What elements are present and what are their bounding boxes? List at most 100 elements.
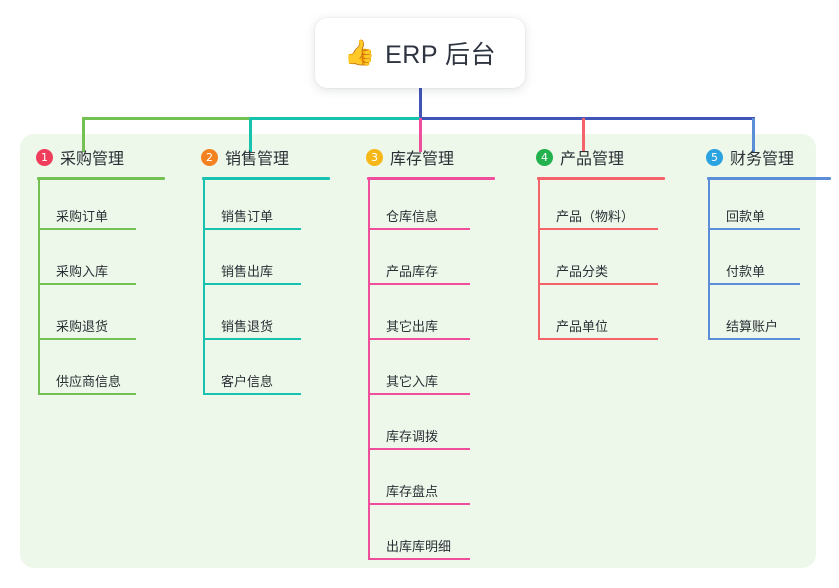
module-badge-1: 1 <box>36 148 53 166</box>
module-item-label: 销售订单 <box>221 209 274 224</box>
module-rule-4 <box>537 177 665 180</box>
module-item-label: 销售退货 <box>221 319 274 334</box>
module-item-rule <box>38 338 136 340</box>
module-item[interactable]: 销售订单 <box>185 180 350 235</box>
module-item[interactable]: 供应商信息 <box>20 345 185 400</box>
module-item-label: 产品单位 <box>556 319 609 334</box>
module-rule-2 <box>202 177 330 180</box>
module-header-4[interactable]: 4 产品管理 <box>520 144 690 170</box>
module-item[interactable]: 销售出库 <box>185 235 350 290</box>
module-column-1: 1 采购管理采购订单采购入库采购退货供应商信息 <box>20 144 185 400</box>
module-item[interactable]: 采购入库 <box>20 235 185 290</box>
module-item-label: 产品（物料） <box>556 209 635 224</box>
root-node-card[interactable]: 👍 ERP 后台 <box>315 18 525 88</box>
module-item-label: 付款单 <box>726 264 766 279</box>
module-item-label: 其它出库 <box>386 319 439 334</box>
module-item[interactable]: 回款单 <box>690 180 830 235</box>
drop-line-3 <box>418 118 422 152</box>
module-item[interactable]: 产品库存 <box>350 235 520 290</box>
module-item-label: 库存盘点 <box>386 484 439 499</box>
module-item-rule <box>368 558 470 560</box>
module-item-rule <box>368 228 470 230</box>
module-spine-1 <box>38 180 40 395</box>
module-item-label: 仓库信息 <box>386 209 439 224</box>
module-spine-4 <box>538 180 540 340</box>
module-item-rule <box>708 228 800 230</box>
module-item-rule <box>368 393 470 395</box>
module-header-2[interactable]: 2 销售管理 <box>185 144 350 170</box>
module-item-label: 产品分类 <box>556 264 609 279</box>
module-item-rule <box>368 283 470 285</box>
module-item[interactable]: 其它出库 <box>350 290 520 345</box>
module-item[interactable]: 销售退货 <box>185 290 350 345</box>
module-item-label: 其它入库 <box>386 374 439 389</box>
module-item-rule <box>368 338 470 340</box>
module-item-label: 出库库明细 <box>386 539 452 554</box>
module-item-label: 产品库存 <box>386 264 439 279</box>
module-item[interactable]: 产品分类 <box>520 235 690 290</box>
module-item-rule <box>368 503 470 505</box>
module-item[interactable]: 产品单位 <box>520 290 690 345</box>
module-item-rule <box>538 283 658 285</box>
module-rule-1 <box>37 177 165 180</box>
module-title-4: 产品管理 <box>560 151 625 168</box>
module-items-1: 采购订单采购入库采购退货供应商信息 <box>20 180 185 400</box>
module-items-4: 产品（物料） 产品分类产品单位 <box>520 180 690 345</box>
module-items-3: 仓库信息产品库存其它出库其它入库库存调拨库存盘点出库库明细 <box>350 180 520 565</box>
thumbs-up-icon: 👍 <box>343 38 376 67</box>
module-item-rule <box>538 228 658 230</box>
module-item-rule <box>368 448 470 450</box>
module-rule-5 <box>707 177 831 180</box>
module-item[interactable]: 采购订单 <box>20 180 185 235</box>
module-item[interactable]: 客户信息 <box>185 345 350 400</box>
module-item[interactable]: 库存调拨 <box>350 400 520 455</box>
module-item[interactable]: 付款单 <box>690 235 830 290</box>
module-item-label: 回款单 <box>726 209 766 224</box>
bus-segment-left <box>81 116 250 120</box>
module-item-label: 采购入库 <box>56 264 109 279</box>
module-rule-3 <box>367 177 495 180</box>
module-item[interactable]: 结算账户 <box>690 290 830 345</box>
module-item-rule <box>708 338 800 340</box>
module-item-label: 客户信息 <box>221 374 274 389</box>
root-title: ERP 后台 <box>385 41 497 69</box>
module-item[interactable]: 产品（物料） <box>520 180 690 235</box>
module-item[interactable]: 仓库信息 <box>350 180 520 235</box>
module-items-2: 销售订单销售出库销售退货客户信息 <box>185 180 350 400</box>
module-title-2: 销售管理 <box>225 151 290 168</box>
module-item-label: 采购订单 <box>56 209 109 224</box>
module-badge-5: 5 <box>706 148 723 166</box>
modules-panel <box>20 134 816 568</box>
trunk-line <box>418 88 422 120</box>
drop-line-1 <box>81 118 85 152</box>
module-item-rule <box>38 228 136 230</box>
module-item[interactable]: 库存盘点 <box>350 455 520 510</box>
module-item-label: 供应商信息 <box>56 374 122 389</box>
module-badge-4: 4 <box>536 148 553 166</box>
drop-line-5 <box>751 118 755 152</box>
module-item[interactable]: 出库库明细 <box>350 510 520 565</box>
module-column-4: 4 产品管理产品（物料） 产品分类产品单位 <box>520 144 690 345</box>
module-item-rule <box>203 393 301 395</box>
module-spine-5 <box>708 180 710 340</box>
module-item[interactable]: 采购退货 <box>20 290 185 345</box>
module-title-1: 采购管理 <box>60 151 125 168</box>
module-spine-2 <box>203 180 205 395</box>
drop-line-4 <box>581 118 585 152</box>
module-header-1[interactable]: 1 采购管理 <box>20 144 185 170</box>
module-item-rule <box>538 338 658 340</box>
module-item-rule <box>203 228 301 230</box>
drop-line-2 <box>248 118 252 152</box>
module-badge-2: 2 <box>201 148 218 166</box>
module-item-label: 销售出库 <box>221 264 274 279</box>
module-header-5[interactable]: 5 财务管理 <box>690 144 830 170</box>
module-title-3: 库存管理 <box>390 151 455 168</box>
module-item[interactable]: 其它入库 <box>350 345 520 400</box>
module-items-5: 回款单付款单结算账户 <box>690 180 830 345</box>
bus-segment-right <box>420 116 755 120</box>
module-item-rule <box>38 393 136 395</box>
module-title-5: 财务管理 <box>730 151 795 168</box>
